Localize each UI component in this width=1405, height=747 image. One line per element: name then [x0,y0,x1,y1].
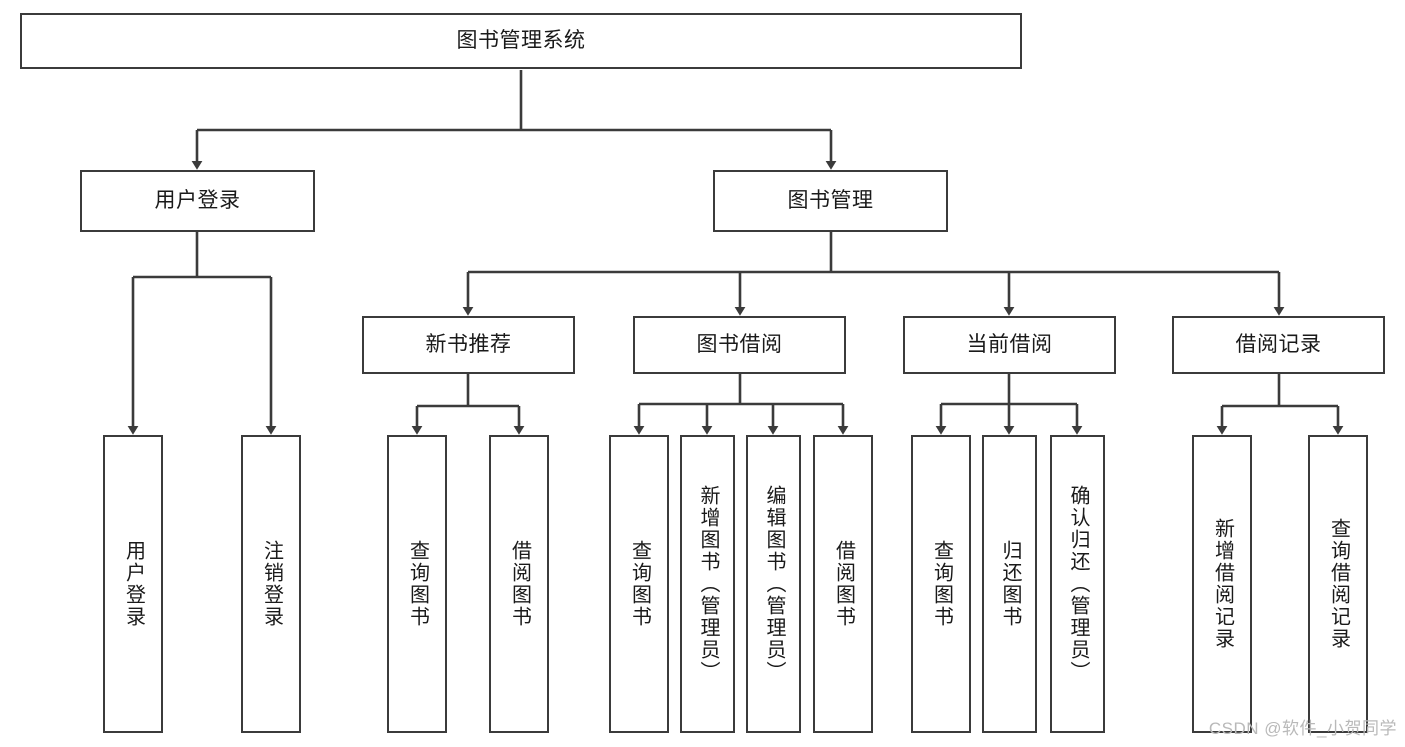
node-current-borrow[interactable]: 当前借阅 [903,316,1116,374]
node-leaf-user-login[interactable]: 用户登录 [103,435,163,733]
node-current-borrow-label: 当前借阅 [966,333,1053,357]
node-leaf-borrow-books-1-label: 借阅图书 [508,540,531,628]
node-book-management[interactable]: 图书管理 [713,170,948,232]
node-book-borrow-label: 图书借阅 [696,333,783,357]
node-leaf-add-book[interactable]: 新增图书（管理员） [680,435,735,733]
node-user-login-label: 用户登录 [154,189,241,213]
node-leaf-add-book-label: 新增图书（管理员） [697,485,719,683]
node-leaf-add-record-label: 新增借阅记录 [1211,518,1234,650]
node-book-borrow[interactable]: 图书借阅 [633,316,846,374]
node-user-login[interactable]: 用户登录 [80,170,315,232]
node-leaf-query-record-label: 查询借阅记录 [1327,518,1350,650]
node-leaf-return-books-label: 归还图书 [999,540,1021,628]
watermark-text: CSDN @软件_小贺同学 [1208,719,1397,738]
node-leaf-confirm-return[interactable]: 确认归还（管理员） [1050,435,1105,733]
node-leaf-user-login-label: 用户登录 [122,540,145,628]
node-leaf-edit-book-label: 编辑图书（管理员） [763,485,785,683]
node-borrow-records-label: 借阅记录 [1235,333,1322,357]
node-leaf-query-books-2[interactable]: 查询图书 [609,435,669,733]
node-root-system[interactable]: 图书管理系统 [20,13,1022,69]
node-leaf-query-books-1[interactable]: 查询图书 [387,435,447,733]
node-new-book-recommend-label: 新书推荐 [425,333,512,357]
node-leaf-logout-login-label: 注销登录 [260,540,283,628]
node-leaf-borrow-books-2[interactable]: 借阅图书 [813,435,873,733]
node-leaf-query-books-3[interactable]: 查询图书 [911,435,971,733]
node-root-system-label: 图书管理系统 [456,29,586,53]
node-leaf-query-books-1-label: 查询图书 [406,540,429,628]
node-leaf-confirm-return-label: 确认归还（管理员） [1067,485,1089,683]
node-book-management-label: 图书管理 [787,189,874,213]
node-leaf-return-books[interactable]: 归还图书 [982,435,1037,733]
node-borrow-records[interactable]: 借阅记录 [1172,316,1385,374]
node-new-book-recommend[interactable]: 新书推荐 [362,316,575,374]
node-leaf-edit-book[interactable]: 编辑图书（管理员） [746,435,801,733]
node-leaf-logout-login[interactable]: 注销登录 [241,435,301,733]
node-leaf-query-record[interactable]: 查询借阅记录 [1308,435,1368,733]
node-leaf-borrow-books-2-label: 借阅图书 [832,540,855,628]
node-leaf-query-books-3-label: 查询图书 [930,540,953,628]
node-leaf-borrow-books-1[interactable]: 借阅图书 [489,435,549,733]
node-leaf-add-record[interactable]: 新增借阅记录 [1192,435,1252,733]
node-leaf-query-books-2-label: 查询图书 [628,540,651,628]
